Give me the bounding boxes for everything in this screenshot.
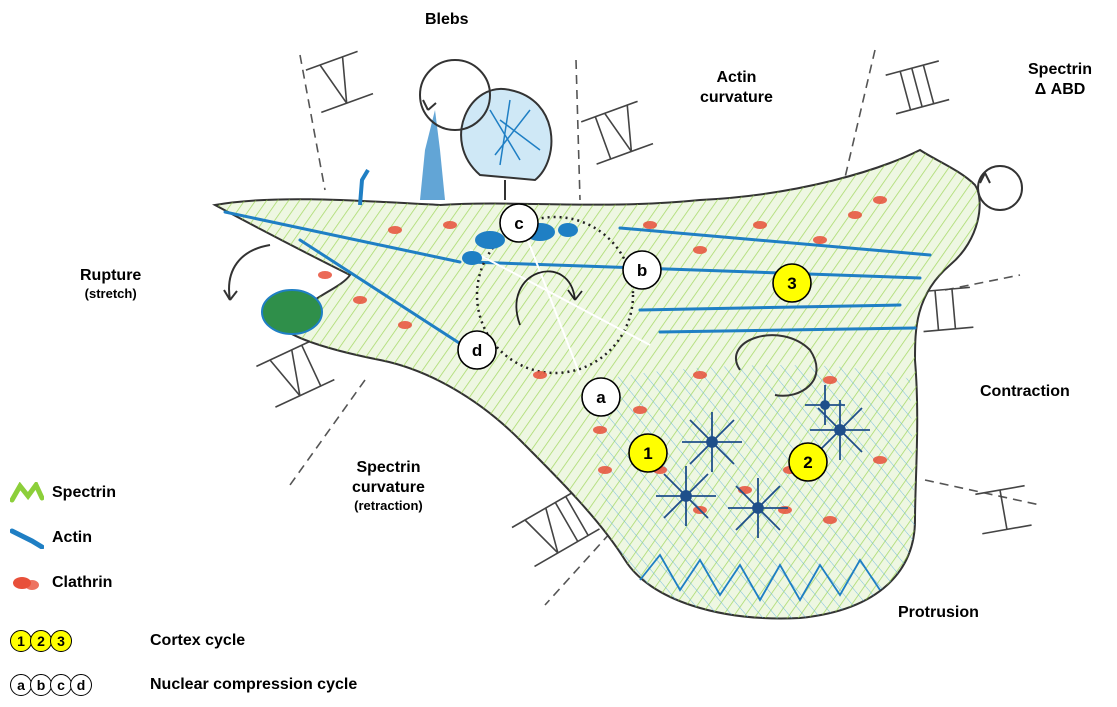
- marker-b-text: b: [637, 261, 647, 280]
- marker-c: c: [500, 204, 538, 242]
- legend-marker-2: 2: [30, 630, 52, 652]
- label-spectrin-abd-line2: Δ ABD: [1028, 80, 1092, 100]
- legend-marker-1: 1: [10, 630, 32, 652]
- legend-actin: Actin: [10, 523, 92, 553]
- legend-marker-c: c: [50, 674, 72, 696]
- rupture-group: [224, 245, 322, 334]
- marker-3: 3: [773, 264, 811, 302]
- label-contraction: Contraction: [980, 382, 1070, 402]
- legend-nuclear-cycle-label: Nuclear compression cycle: [150, 676, 357, 694]
- marker-2: 2: [789, 443, 827, 481]
- label-spectrin-abd-line1: Spectrin: [1028, 60, 1092, 80]
- label-actin-curvature-line2: curvature: [700, 88, 773, 108]
- clathrin-swatch-icon: [10, 572, 44, 594]
- legend-cortex-cycle-markers: 1 2 3: [10, 626, 70, 656]
- label-actin-curvature-line1: Actin: [700, 68, 773, 88]
- legend-nuclear-cycle-markers: a b c d: [10, 670, 90, 700]
- blebs-group: [360, 60, 551, 205]
- legend-clathrin: Clathrin: [10, 568, 112, 598]
- legend-marker-b: b: [30, 674, 52, 696]
- legend-spectrin: Spectrin: [10, 478, 116, 508]
- actin-swatch-icon: [10, 527, 44, 549]
- label-spectrin-curvature: Spectrin curvature (retraction): [352, 458, 425, 514]
- legend-cortex-cycle-label: Cortex cycle: [150, 632, 245, 650]
- legend-marker-a: a: [10, 674, 32, 696]
- marker-a: a: [582, 378, 620, 416]
- label-protrusion: Protrusion: [898, 603, 979, 623]
- marker-d-text: d: [472, 341, 482, 360]
- label-spectrin-abd: Spectrin Δ ABD: [1028, 60, 1092, 100]
- marker-1: 1: [629, 434, 667, 472]
- marker-1-text: 1: [643, 444, 652, 463]
- legend-clathrin-label: Clathrin: [52, 574, 112, 592]
- legend-marker-d: d: [70, 674, 92, 696]
- label-blebs: Blebs: [425, 10, 469, 30]
- marker-3-text: 3: [787, 274, 796, 293]
- actin-texture: [596, 365, 915, 618]
- spectrin-abd-curl: [978, 166, 1022, 210]
- label-actin-curvature: Actin curvature: [700, 68, 773, 108]
- marker-c-text: c: [514, 214, 523, 233]
- label-rupture: Rupture (stretch): [80, 266, 141, 302]
- marker-d: d: [458, 331, 496, 369]
- label-spectrin-curvature-line1: Spectrin: [352, 458, 425, 478]
- label-spectrin-curvature-sub: (retraction): [352, 498, 425, 514]
- label-rupture-main: Rupture: [80, 266, 141, 286]
- marker-a-text: a: [596, 388, 606, 407]
- marker-b: b: [623, 251, 661, 289]
- legend-spectrin-label: Spectrin: [52, 484, 116, 502]
- label-rupture-sub: (stretch): [80, 286, 141, 302]
- legend-marker-3: 3: [50, 630, 72, 652]
- spectrin-swatch-icon: [10, 482, 44, 504]
- marker-2-text: 2: [803, 453, 812, 472]
- label-spectrin-curvature-line2: curvature: [352, 478, 425, 498]
- legend-actin-label: Actin: [52, 529, 92, 547]
